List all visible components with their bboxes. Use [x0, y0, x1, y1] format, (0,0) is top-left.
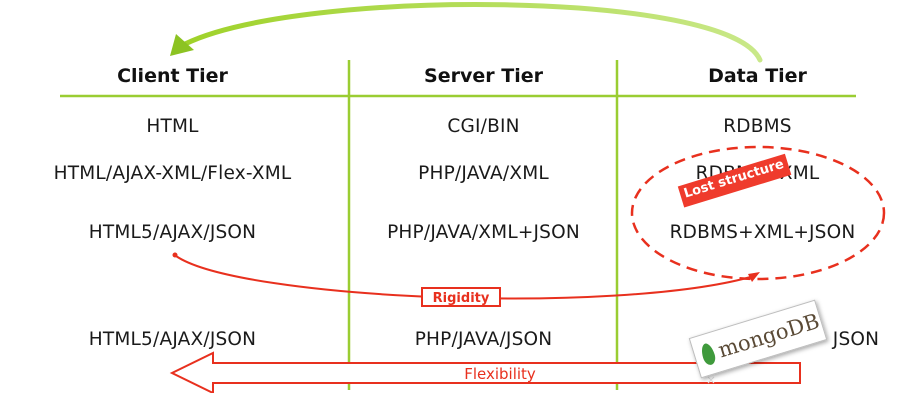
lost-structure-ellipse: [630, 145, 886, 281]
cell-server-row3: PHP/JAVA/XML+JSON: [387, 222, 580, 243]
cell-client-row1: HTML: [146, 116, 199, 137]
cell-client-row4: HTML5/AJAX/JSON: [88, 329, 257, 350]
cell-server-row2: PHP/JAVA/XML: [418, 163, 549, 184]
cell-data-row3: RDBMS+XML+JSON: [669, 222, 856, 243]
cell-data-row1: RDBMS: [723, 116, 792, 137]
decorative-mark: [707, 376, 715, 384]
rigidity-curve-end-left: [172, 252, 178, 258]
tier-return-arrowhead: [170, 34, 194, 56]
header-client-tier: Client Tier: [117, 65, 228, 87]
cell-client-row3: HTML5/AJAX/JSON: [88, 222, 257, 243]
header-data-tier: Data Tier: [708, 65, 807, 87]
cell-server-row1: CGI/BIN: [447, 116, 520, 137]
flexibility-label: Flexibility: [464, 365, 536, 383]
header-server-tier: Server Tier: [424, 65, 543, 87]
flexibility-arrow: [169, 351, 801, 393]
tier-return-arc: [182, 2, 763, 63]
cell-data-row4: JSON: [832, 329, 880, 350]
mongodb-leaf-icon: [699, 341, 718, 367]
rigidity-label: Rigidity: [421, 287, 501, 307]
cell-server-row4: PHP/JAVA/JSON: [414, 329, 553, 350]
rigidity-arrowhead: [748, 272, 760, 282]
cell-client-row2: HTML/AJAX-XML/Flex-XML: [53, 163, 292, 184]
